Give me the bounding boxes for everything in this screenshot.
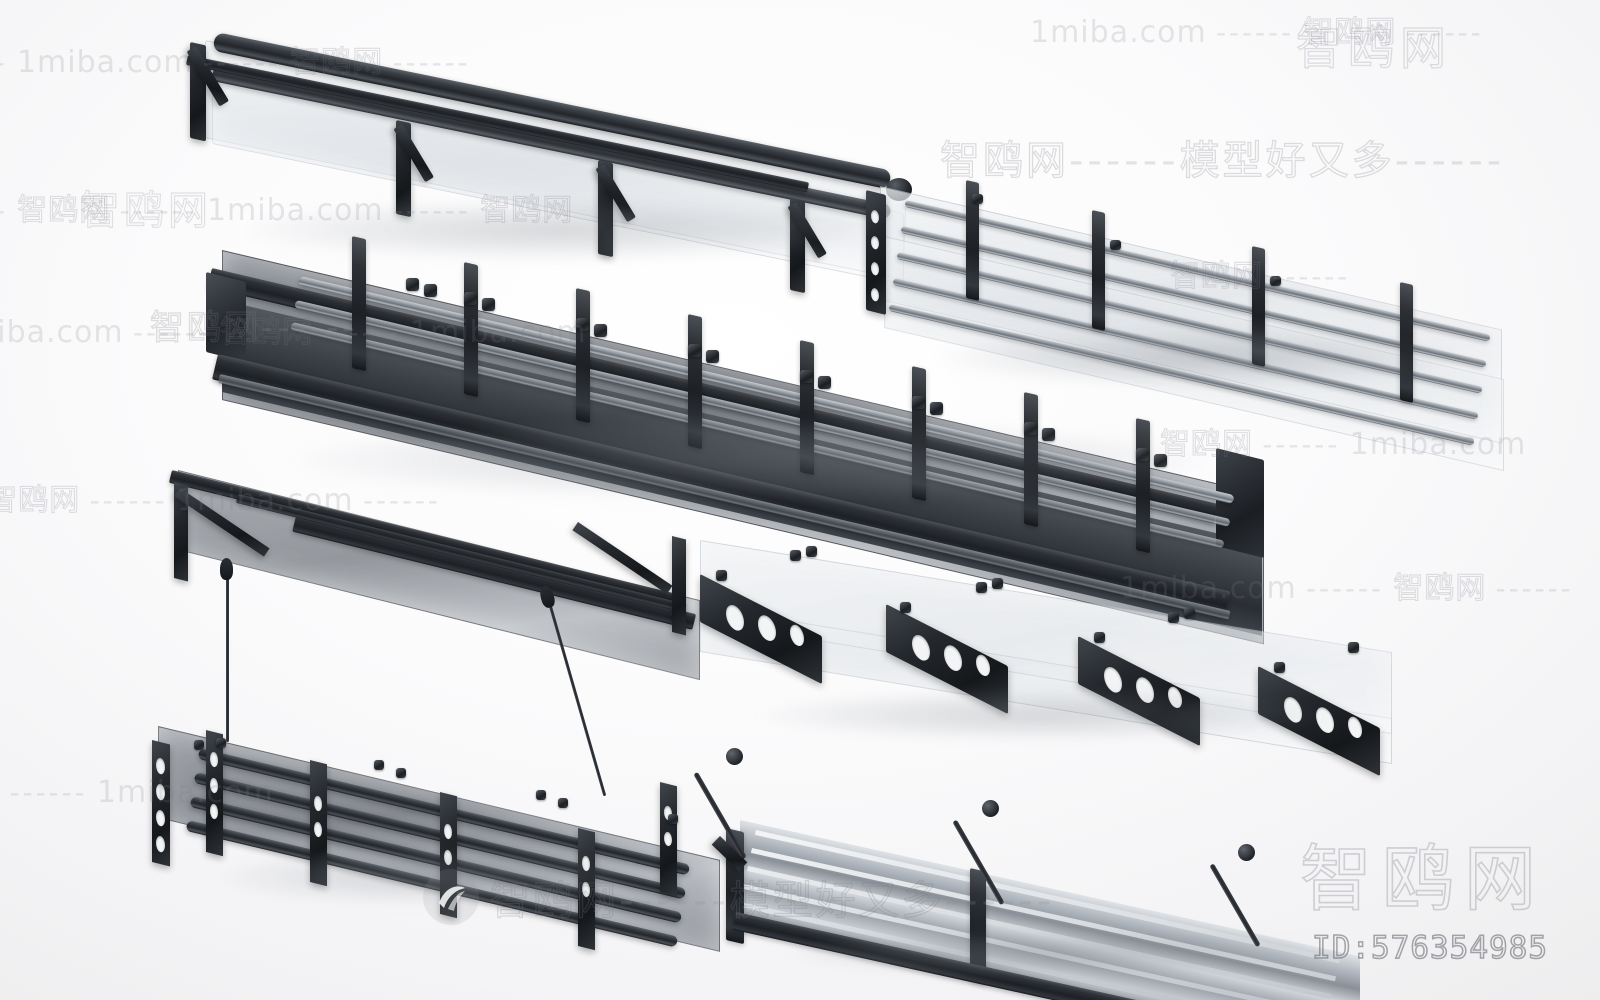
glass-fixing	[1274, 662, 1285, 673]
glass-clamp	[536, 790, 546, 800]
glass-fixing	[1168, 612, 1179, 623]
strut-ball-end	[726, 748, 743, 765]
plate-hole	[871, 209, 879, 225]
bracket-hole	[758, 611, 776, 645]
cable-clamp	[818, 376, 831, 389]
contact-shadow	[790, 930, 1310, 976]
plate-hole	[444, 822, 452, 840]
perforated-cross-plate	[152, 740, 170, 867]
bracket-hole	[790, 621, 804, 649]
glass-fixing	[1094, 632, 1105, 643]
cable-clamp	[424, 284, 437, 297]
frame-side-bracket	[672, 536, 686, 636]
cable-clamp	[406, 278, 419, 291]
cable-clamp	[594, 324, 607, 337]
bracket-hole	[912, 631, 930, 665]
glass-fixing	[790, 550, 801, 561]
cable-clamp	[912, 396, 925, 409]
perforated-cross-plate	[660, 782, 677, 897]
plate-hole	[156, 756, 165, 776]
perforated-cross-plate	[206, 730, 223, 857]
contact-shadow	[940, 330, 1460, 386]
cable-clamp	[930, 402, 943, 415]
glass-clamp	[374, 760, 384, 770]
bracket-hole	[1348, 713, 1362, 741]
strut-ball-end	[1238, 844, 1255, 861]
cable-clamp	[1024, 422, 1037, 435]
glass-clamp	[194, 740, 204, 750]
tie-rod	[226, 566, 229, 742]
bracket-hole	[976, 651, 990, 679]
plate-hole	[210, 776, 218, 794]
glass-clamp	[668, 814, 678, 824]
cable-clamp	[464, 292, 477, 305]
glass-fixing	[900, 602, 911, 613]
cable-clamp	[576, 318, 589, 331]
plate-hole	[156, 782, 165, 802]
cross-rail	[1092, 210, 1105, 332]
tie-rod-tip	[220, 558, 233, 580]
glass-clamp	[216, 738, 226, 748]
glass-fixing	[716, 570, 727, 581]
contact-shadow	[300, 420, 1200, 500]
bracket-hole	[1316, 703, 1334, 737]
mount-tab	[1110, 240, 1121, 250]
mount-tab	[972, 194, 983, 204]
bracket-hole	[944, 641, 962, 675]
glass-clamp	[396, 768, 406, 778]
contact-shadow	[250, 200, 870, 260]
plate-hole	[664, 830, 672, 847]
contact-shadow	[220, 850, 640, 904]
mount-tab	[1270, 276, 1281, 286]
glass-fixing	[976, 582, 987, 593]
contact-shadow	[760, 690, 1320, 740]
glass-fixing	[806, 546, 817, 557]
cable-clamp	[800, 370, 813, 383]
plate-hole	[871, 287, 879, 303]
perforated-side-plate	[866, 190, 886, 315]
strut-ball-end	[982, 800, 999, 817]
cross-purlin	[1136, 418, 1150, 554]
cable-clamp	[706, 350, 719, 363]
plate-hole	[314, 820, 322, 838]
plate-hole	[314, 794, 322, 812]
cross-purlin	[464, 262, 478, 398]
cross-purlin	[352, 236, 366, 372]
plate-hole	[871, 261, 879, 277]
glass-fixing	[1348, 642, 1359, 653]
cross-purlin	[576, 288, 590, 424]
plate-hole	[871, 235, 879, 251]
cable-clamp	[1136, 448, 1149, 461]
plate-hole	[210, 802, 218, 820]
cable-clamp	[1042, 428, 1055, 441]
bracket-hole	[726, 601, 744, 635]
glass-clamp	[558, 798, 568, 808]
cable-clamp	[1154, 454, 1167, 467]
glass-fixing	[1184, 608, 1195, 619]
plate-hole	[210, 750, 218, 768]
plate-hole	[156, 834, 165, 854]
plate-hole	[156, 808, 165, 828]
cable-clamp	[482, 298, 495, 311]
left-end-cap	[206, 272, 246, 362]
cable-clamp	[688, 344, 701, 357]
glass-fixing	[992, 578, 1003, 589]
